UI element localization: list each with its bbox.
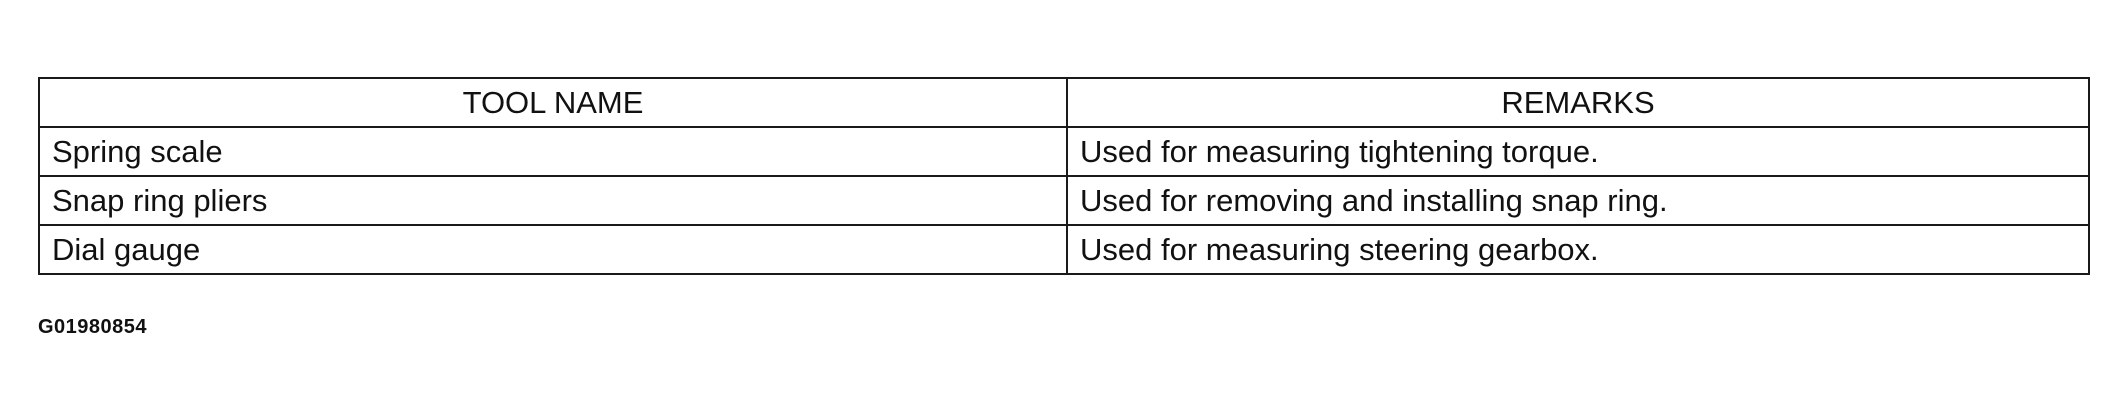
remarks-cell: Used for measuring steering gearbox. <box>1066 224 2090 275</box>
header-row: TOOL NAME REMARKS <box>38 77 2090 128</box>
header-tool-name: TOOL NAME <box>38 77 1068 128</box>
remarks-cell: Used for removing and installing snap ri… <box>1066 175 2090 226</box>
table-row: Spring scale Used for measuring tighteni… <box>38 126 2090 177</box>
table-row: Snap ring pliers Used for removing and i… <box>38 175 2090 226</box>
header-remarks: REMARKS <box>1066 77 2090 128</box>
tool-name-cell: Dial gauge <box>38 224 1068 275</box>
tools-table: TOOL NAME REMARKS Spring scale Used for … <box>38 77 2090 275</box>
table-row: Dial gauge Used for measuring steering g… <box>38 224 2090 275</box>
tool-name-cell: Spring scale <box>38 126 1068 177</box>
remarks-cell: Used for measuring tightening torque. <box>1066 126 2090 177</box>
tool-name-cell: Snap ring pliers <box>38 175 1068 226</box>
table-header: TOOL NAME REMARKS <box>38 77 2090 128</box>
figure-id-label: G01980854 <box>38 316 148 338</box>
table-body: Spring scale Used for measuring tighteni… <box>38 126 2090 275</box>
